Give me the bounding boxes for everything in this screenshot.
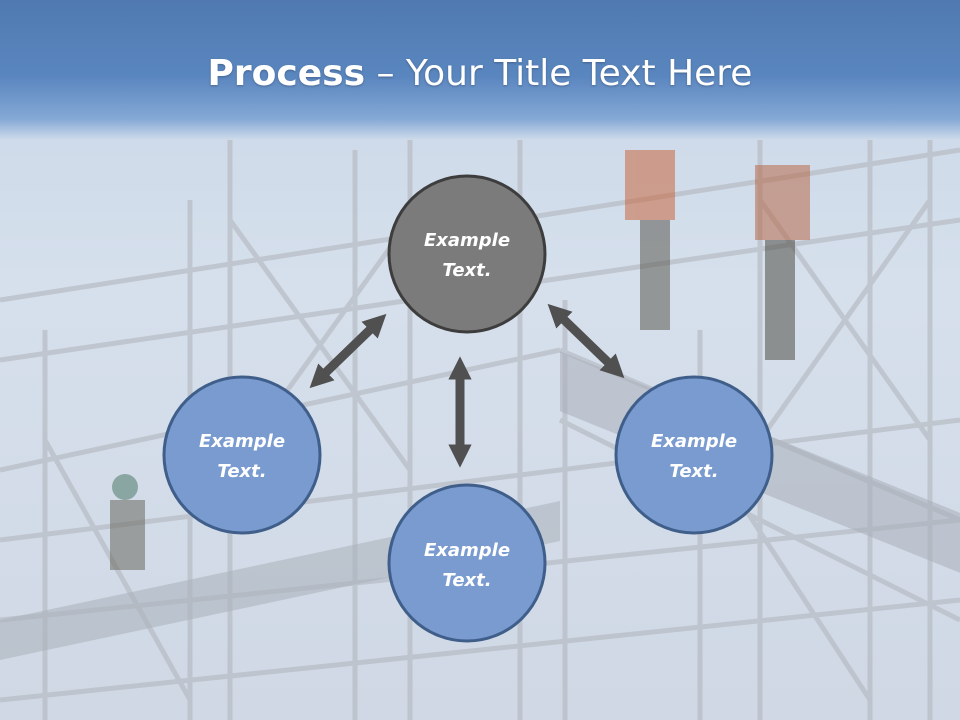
title-separator: – xyxy=(365,53,406,94)
title-band xyxy=(0,0,960,140)
title-rest: Your Title Text Here xyxy=(405,53,753,94)
title-bold-part: Process xyxy=(207,53,366,94)
slide-title: Process – Your Title Text Here xyxy=(0,52,960,96)
node-right-line2: Text. xyxy=(669,461,718,482)
node-bottom-line2: Text. xyxy=(442,570,491,591)
node-bottom-line1: Example xyxy=(424,540,510,561)
node-top: Example Text. xyxy=(387,174,547,334)
arrow-top-left xyxy=(309,313,387,389)
node-left-line1: Example xyxy=(199,431,285,452)
node-right-line1: Example xyxy=(651,431,737,452)
node-left: Example Text. xyxy=(162,375,322,535)
node-top-line2: Text. xyxy=(442,260,491,281)
node-right: Example Text. xyxy=(614,375,774,535)
node-top-line1: Example xyxy=(424,230,510,251)
arrow-top-right xyxy=(547,303,625,379)
node-bottom: Example Text. xyxy=(387,483,547,643)
node-left-line2: Text. xyxy=(217,461,266,482)
